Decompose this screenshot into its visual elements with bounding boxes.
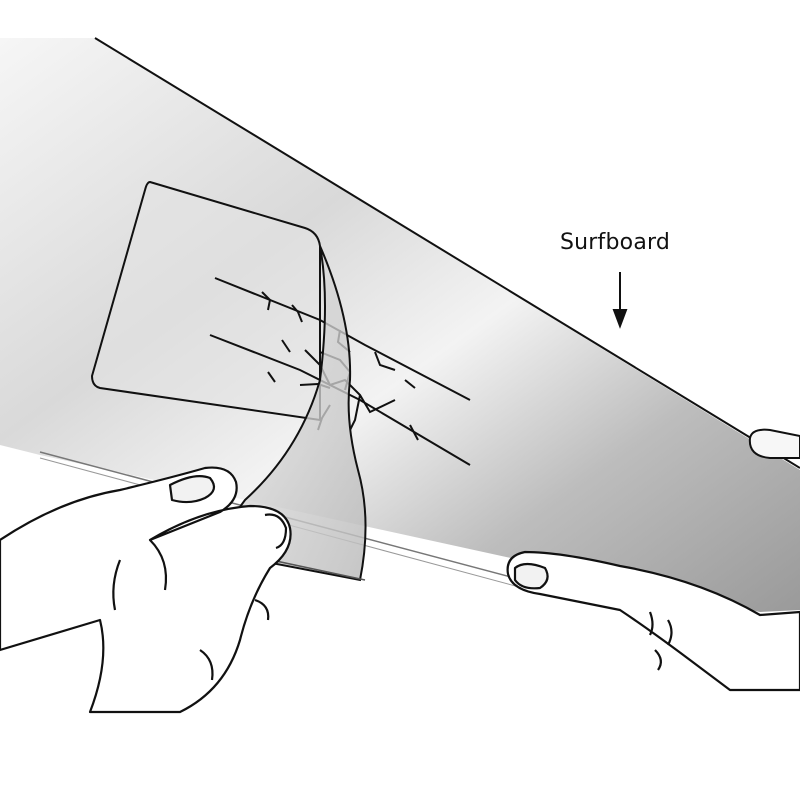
surfboard-label: Surfboard — [560, 230, 670, 255]
surfboard-fin — [750, 430, 800, 458]
callout-arrow — [614, 272, 626, 326]
